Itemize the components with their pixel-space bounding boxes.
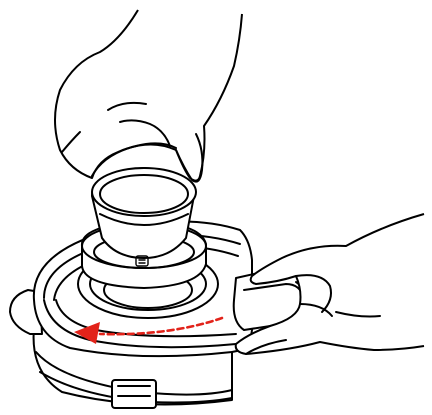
upper-hand xyxy=(55,10,242,182)
lower-hand xyxy=(236,214,424,354)
latch-clip xyxy=(112,380,156,408)
